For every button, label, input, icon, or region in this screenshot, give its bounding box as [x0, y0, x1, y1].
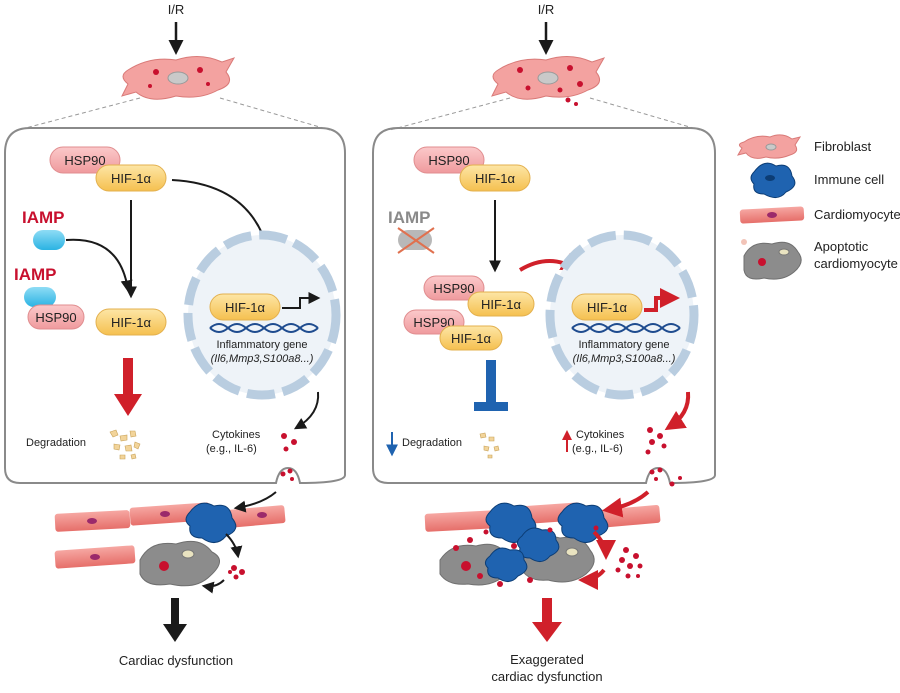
gene-label-right: Inflammatory gene [578, 339, 669, 351]
hif-free-label: HIF-1α [111, 315, 152, 330]
outcome-label-left: Cardiac dysfunction [119, 653, 233, 668]
complex1-hif-pill [467, 291, 535, 317]
tissue-left [54, 502, 286, 587]
legend-cardiomyocyte-label: Cardiomyocyte [814, 207, 900, 222]
nucleus-hif-pill-left [209, 293, 281, 321]
degraded-fragments-right [479, 432, 500, 459]
hsp90-label-left: HSP90 [64, 153, 105, 168]
cytokine-dots-left [280, 433, 297, 481]
iamp-label-inactive: IAMP [388, 208, 431, 227]
hsp90-label-right: HSP90 [428, 153, 469, 168]
nucleus-hif-pill-right [571, 293, 643, 321]
right-panel: I/R HSP90 HIF-1α IAMP HSP90 HIF-1α HSP90… [372, 2, 716, 684]
gene-label-left: Inflammatory gene [216, 339, 307, 351]
legend: Fibroblast Immune cell Cardiomyocyte Apo… [736, 134, 900, 280]
nucleus-hif-label-left: HIF-1α [225, 300, 266, 315]
complex1-hsp90-pill [423, 275, 485, 301]
released-dots-right [615, 547, 643, 579]
degradation-block [474, 360, 508, 411]
degradation-label-right: Degradation [402, 437, 462, 449]
hif-pill-right [459, 164, 531, 192]
complex2-hsp90-label: HSP90 [413, 315, 454, 330]
cytokines-label-left: Cytokines [212, 429, 261, 441]
hif-label-right: HIF-1α [475, 171, 516, 186]
cytokines-example-right: (e.g., IL-6) [572, 443, 623, 455]
fibroblast-right [491, 56, 606, 106]
cytokine-dots-right [645, 427, 682, 487]
cell-membrane-right [372, 127, 716, 485]
immune-signal-arrow-right [592, 530, 616, 560]
complex1-hif-label: HIF-1α [481, 297, 522, 312]
fibroblast-left [121, 56, 236, 100]
degraded-fragments-left [109, 429, 141, 460]
cell-membrane-left [4, 127, 346, 485]
iamp-arrow [65, 238, 133, 293]
dna-helix-right [571, 323, 681, 333]
zoom-line-left-b [219, 97, 331, 131]
nucleus-to-cytokine-arrow-left [293, 391, 320, 430]
iamp-blob-2 [24, 287, 56, 307]
gene-examples-left: (Il6,Mmp3,S100a8...) [211, 353, 314, 365]
hif-pill-left [95, 164, 167, 192]
feedback-arrow-right [578, 568, 606, 590]
tissue-right [424, 502, 661, 587]
nucleus-hif-label-right: HIF-1α [587, 300, 628, 315]
legend-immune-cell-icon [750, 162, 796, 198]
hsp90-bound-label: HSP90 [35, 310, 76, 325]
left-panel: I/R HSP90 HIF-1α IAMP IAMP HSP90 HIF [4, 2, 346, 668]
immune-signal-arrow-left [225, 533, 243, 559]
iamp-label-2: IAMP [14, 265, 57, 284]
hif-free-pill [95, 308, 167, 336]
cytokine-to-immune-arrow-left [233, 491, 277, 513]
legend-immune-cell-label: Immune cell [814, 172, 884, 187]
stimulus-label-right: I/R [538, 2, 555, 17]
legend-fibroblast-icon [736, 134, 802, 159]
hif-label-left: HIF-1α [111, 171, 152, 186]
outcome-label-right-1: Exaggerated [510, 652, 584, 667]
transcription-arrow-left [282, 292, 321, 309]
degradation-arrow-left [114, 358, 142, 416]
degradation-label-left: Degradation [26, 437, 86, 449]
cytokines-label-right: Cytokines [576, 429, 625, 441]
legend-cardiomyocyte-icon [739, 206, 805, 224]
zoom-line-right-b [589, 97, 701, 131]
iamp-blob-1 [33, 230, 65, 250]
cytokines-example-left: (e.g., IL-6) [206, 443, 257, 455]
outcome-label-right-2: cardiac dysfunction [491, 669, 602, 684]
gene-examples-right: (Il6,Mmp3,S100a8...) [573, 353, 676, 365]
iamp-label-1: IAMP [22, 208, 65, 227]
complex1-hsp90-label: HSP90 [433, 281, 474, 296]
outcome-arrow-left [163, 598, 187, 642]
legend-apoptotic-label-2: cardiomyocyte [814, 256, 898, 271]
stimulus-label-left: I/R [168, 2, 185, 17]
released-dots-left [228, 565, 245, 580]
transcription-arrow-right [644, 288, 680, 312]
hsp90-bound-pill [27, 304, 85, 330]
legend-apoptotic-icon [741, 239, 802, 280]
zoom-line-left-a [17, 97, 141, 131]
legend-apoptotic-label-1: Apoptotic [814, 239, 869, 254]
nucleus-to-cytokine-arrow-right [664, 391, 691, 431]
complex2-hif-pill [439, 325, 503, 351]
complex2-hif-label: HIF-1α [451, 331, 492, 346]
outcome-arrow-right [532, 598, 562, 642]
iamp-cross-b [397, 227, 435, 254]
cytokine-to-immune-arrow-right [602, 490, 650, 518]
dna-helix-left [209, 323, 319, 333]
feedback-arrow-left [201, 579, 225, 594]
zoom-line-right-a [389, 97, 511, 131]
legend-fibroblast-label: Fibroblast [814, 139, 871, 154]
